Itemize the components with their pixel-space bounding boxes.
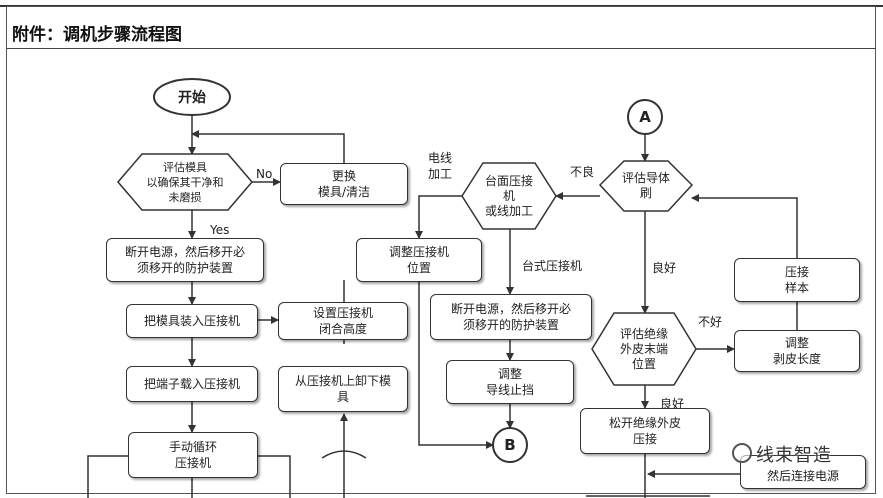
diagram-frame	[6, 6, 876, 494]
adjust-stop-box: 调整 导线止挡	[446, 360, 574, 404]
start-label: 开始	[178, 90, 206, 106]
unload-mold-box: 从压接机上卸下模 具	[278, 366, 408, 412]
bad-label-1: 不良	[570, 165, 595, 179]
evaluate-insulation-text: 评估绝缘 外皮末端 位置	[619, 326, 668, 371]
set-height-box: 设置压接机 闭合高度	[278, 302, 408, 340]
adjust-strip-box: 调整 剥皮长度	[734, 330, 860, 372]
loosen-insulation-box: 松开绝缘外皮 压接	[580, 408, 710, 454]
manual-cycle-box: 手动循环 压接机	[128, 432, 258, 478]
evaluate-brush-hexagon	[598, 160, 694, 212]
connector-b-label: B	[504, 436, 516, 454]
power-off-box-2: 断开电源，然后移开必 须移开的防护装置	[430, 294, 592, 340]
crimp-sample-box: 压接 样本	[734, 258, 860, 302]
power-off-box-1: 断开电源，然后移开必 须移开的防护装置	[106, 238, 264, 282]
replace-mold-box: 更换 模具/清洁	[280, 163, 408, 205]
no-label: No	[256, 167, 273, 181]
wire-processing-label: 电线 加工	[428, 151, 453, 181]
good-label-2: 良好	[660, 397, 685, 411]
evaluate-brush-text: 评估导体 刷	[621, 171, 670, 200]
yes-label: Yes	[210, 223, 230, 237]
connect-power-box: 然后连接电源	[740, 455, 866, 489]
adjust-position-box: 调整压接机 位置	[356, 238, 482, 282]
load-terminal-box: 把端子载入压接机	[126, 366, 258, 402]
title-divider	[6, 48, 876, 49]
bench-press-text: 台面压接 机 或线加工	[484, 173, 533, 218]
watermark-text: 线束智造	[756, 445, 832, 466]
watermark-logo-icon	[732, 443, 752, 463]
evaluate-mold-text: 评估模具 以确保其干净和 未磨损	[146, 160, 224, 204]
page-title: 附件：调机步骤流程图	[12, 25, 182, 45]
load-mold-box: 把模具装入压接机	[126, 304, 258, 338]
bad-label-2: 不好	[698, 315, 723, 329]
connector-a-label: A	[639, 108, 651, 126]
good-label-1: 良好	[652, 261, 677, 275]
bench-type-label: 台式压接机	[522, 259, 583, 273]
